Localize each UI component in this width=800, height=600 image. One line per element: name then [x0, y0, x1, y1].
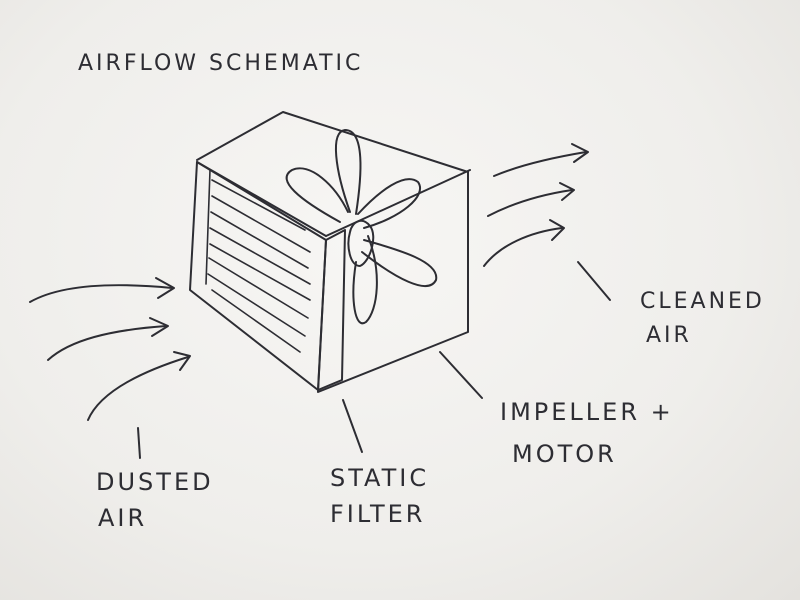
leader-lines [137, 261, 611, 459]
label-cleaned-air-line2: AIR [646, 323, 692, 348]
label-static-filter-line2: FILTER [330, 500, 425, 528]
inlet-arrow-3 [87, 356, 189, 421]
outlet-arrowhead-1 [571, 143, 589, 163]
filter-inner-edge [205, 169, 211, 285]
inlet-arrows [29, 277, 191, 421]
leader-dusted-air [137, 427, 141, 459]
side-face [317, 171, 469, 393]
top-face [196, 111, 469, 173]
filter-slats [207, 179, 311, 353]
top-edge-side [325, 169, 471, 237]
label-dusted-air: DUSTED AIR [96, 468, 214, 532]
leader-impeller-motor [439, 351, 483, 399]
leader-cleaned-air [577, 261, 611, 301]
label-cleaned-air-line1: CLEANED [640, 289, 765, 314]
top-edge-front [196, 161, 327, 237]
inlet-arrow-1 [29, 284, 173, 303]
fan-hub [347, 219, 375, 267]
outlet-arrowhead-3 [549, 219, 565, 241]
label-dusted-air-line1: DUSTED [96, 468, 214, 496]
diagram-title: AIRFLOW SCHEMATIC [78, 51, 363, 76]
inlet-arrow-2 [47, 325, 167, 361]
label-impeller-motor-line2: MOTOR [512, 440, 617, 468]
label-dusted-air-line2: AIR [98, 504, 147, 532]
outlet-arrow-1 [493, 151, 587, 177]
unit-housing [189, 111, 471, 393]
fan-blade-2 [334, 129, 362, 215]
fan-blade-1 [285, 167, 349, 223]
inlet-arrow-head-2 [149, 317, 169, 337]
fan-blade-5 [352, 235, 378, 325]
outlet-arrow-2 [487, 189, 573, 217]
label-static-filter-line1: STATIC [330, 464, 429, 492]
label-cleaned-air: CLEANED AIR [640, 289, 765, 348]
inlet-arrowhead-1 [155, 277, 175, 299]
inlet-arrowhead-3 [173, 351, 191, 371]
filter-frame [317, 229, 346, 391]
fan-blade-3 [357, 178, 421, 229]
impeller-fan [285, 129, 438, 325]
label-static-filter: STATIC FILTER [330, 464, 429, 528]
outlet-arrowhead-2 [559, 182, 575, 201]
outlet-arrows [483, 143, 589, 267]
outlet-arrow-3 [483, 227, 563, 267]
label-impeller-motor-line1: IMPELLER + [500, 398, 674, 426]
label-impeller-motor: IMPELLER + MOTOR [500, 398, 674, 468]
fan-blade-4 [361, 239, 438, 287]
leader-static-filter [342, 399, 363, 453]
